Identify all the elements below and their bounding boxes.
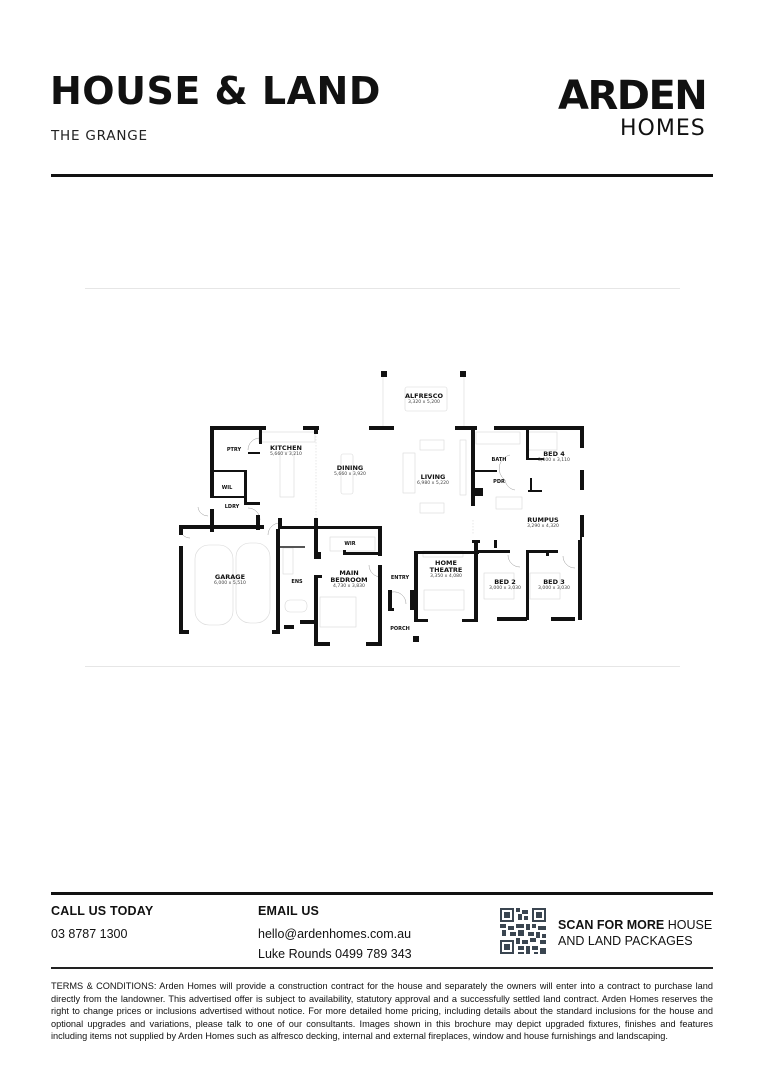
room-pantry: PTRY	[226, 447, 242, 453]
plan-top-divider	[85, 288, 680, 289]
terms-and-conditions: TERMS & CONDITIONS: Arden Homes will pro…	[51, 981, 713, 1042]
call-heading: CALL US TODAY	[51, 904, 154, 918]
plan-bottom-divider	[85, 666, 680, 667]
scan-cta-bold: SCAN FOR MORE	[558, 918, 665, 932]
scan-cta-rest: HOUSE AND LAND PACKAGES	[558, 918, 713, 948]
brand-logo-sub: HOMES	[620, 116, 706, 141]
page-title: HOUSE & LAND	[50, 69, 381, 113]
room-entry: ENTRY	[390, 575, 410, 581]
scan-cta: SCAN FOR MORE HOUSE AND LAND PACKAGES	[558, 917, 718, 949]
footer-top-divider	[51, 892, 713, 895]
header-divider	[51, 174, 713, 177]
brand-logo-main: ARDEN	[558, 73, 708, 119]
room-walk-in-robe: WIR	[344, 541, 356, 547]
room-porch: PORCH	[390, 626, 410, 632]
footer-bottom-divider	[51, 967, 713, 969]
phone-number[interactable]: 03 8787 1300	[51, 927, 128, 941]
qr-code-icon[interactable]	[500, 908, 546, 954]
page-subtitle: THE GRANGE	[51, 128, 148, 144]
room-ensuite: ENS	[291, 579, 303, 585]
room-walk-in-linen: WIL	[221, 485, 233, 491]
room-powder: PDR	[493, 479, 505, 485]
walls	[179, 371, 584, 646]
contact-person[interactable]: Luke Rounds 0499 789 343	[258, 947, 412, 961]
email-heading: EMAIL US	[258, 904, 320, 918]
room-laundry: LDRY	[224, 504, 240, 510]
room-bath: BATH	[491, 457, 507, 463]
email-address[interactable]: hello@ardenhomes.com.au	[258, 927, 412, 941]
